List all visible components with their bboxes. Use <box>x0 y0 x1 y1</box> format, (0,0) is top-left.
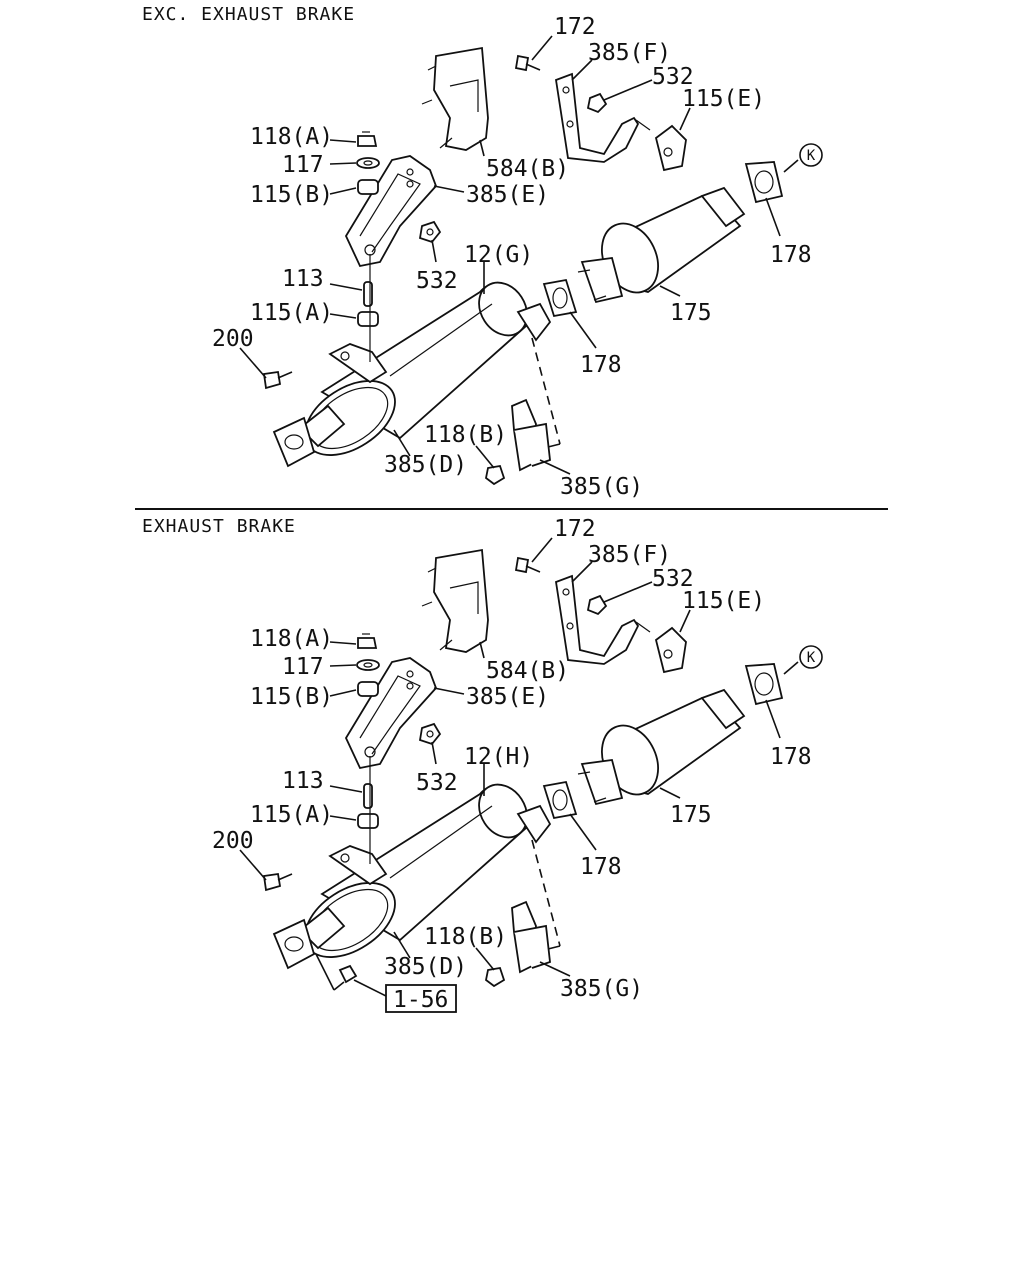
rubber-115b <box>357 681 379 697</box>
label-385f: 385(F) <box>588 542 671 568</box>
label-113: 113 <box>282 768 324 794</box>
label-115a: 115(A) <box>250 802 333 828</box>
section-title: EXHAUST BRAKE <box>142 516 296 537</box>
label-178-a: 178 <box>770 242 812 268</box>
catalytic-converter <box>577 186 746 304</box>
bolt-200 <box>262 370 293 390</box>
rubber-115a <box>357 311 379 327</box>
washer-117 <box>356 157 380 169</box>
label-178-a: 178 <box>770 744 812 770</box>
label-385e: 385(E) <box>466 684 549 710</box>
label-k: K <box>807 650 816 666</box>
ref-circle-k <box>799 645 823 669</box>
gasket-178-b <box>542 278 578 318</box>
section-exhaust-brake: EXHAUST BRAKE <box>142 516 823 1013</box>
label-385f: 385(F) <box>588 40 671 66</box>
label-532-b: 532 <box>416 770 458 796</box>
label-200: 200 <box>212 828 254 854</box>
label-117: 117 <box>282 654 324 680</box>
label-178-b: 178 <box>580 352 622 378</box>
label-12h: 12(H) <box>464 744 533 770</box>
label-385d: 385(D) <box>384 452 467 478</box>
label-12g: 12(G) <box>464 242 533 268</box>
bracket-385g <box>511 839 561 974</box>
label-172: 172 <box>554 516 596 542</box>
label-584b: 584(B) <box>486 658 569 684</box>
muffler <box>272 783 552 970</box>
gasket-178-b <box>542 780 578 820</box>
bracket-385f <box>554 72 651 163</box>
rubber-115b <box>357 179 379 195</box>
nut-118a <box>357 633 378 649</box>
pin-113 <box>363 783 373 809</box>
label-532-a: 532 <box>652 566 694 592</box>
label-178-b: 178 <box>580 854 622 880</box>
nut-532-b <box>418 722 442 746</box>
label-k: K <box>807 148 816 164</box>
bracket-385f <box>554 574 651 665</box>
label-584b: 584(B) <box>486 156 569 182</box>
label-175: 175 <box>670 802 712 828</box>
section-title: EXC. EXHAUST BRAKE <box>142 4 355 25</box>
hanger-bracket <box>328 343 388 384</box>
muffler <box>272 281 552 468</box>
rubber-hanger-115e <box>654 124 687 172</box>
label-117: 117 <box>282 152 324 178</box>
leader-lines <box>239 537 799 977</box>
nut-118b <box>485 464 506 486</box>
label-115b: 115(B) <box>250 182 333 208</box>
label-115e: 115(E) <box>682 86 765 112</box>
reference-label[interactable]: 1-56 <box>393 987 448 1013</box>
label-118a: 118(A) <box>250 124 333 150</box>
label-115e: 115(E) <box>682 588 765 614</box>
label-118a: 118(A) <box>250 626 333 652</box>
label-385e: 385(E) <box>466 182 549 208</box>
label-532-b: 532 <box>416 268 458 294</box>
bracket-584b <box>421 548 489 653</box>
reference-box[interactable] <box>385 984 457 1013</box>
exhaust-brake-clip <box>315 953 387 997</box>
bolt-200 <box>262 872 293 892</box>
section-exc-exhaust-brake: EXC. EXHAUST BRAKE <box>142 4 823 500</box>
hanger-bracket <box>328 845 388 886</box>
label-113: 113 <box>282 266 324 292</box>
label-385g: 385(G) <box>560 976 643 1002</box>
bracket-385e <box>344 657 438 770</box>
label-385g: 385(G) <box>560 474 643 500</box>
pin-113 <box>363 281 373 307</box>
label-200: 200 <box>212 326 254 352</box>
gasket-178-a <box>744 663 784 706</box>
label-115a: 115(A) <box>250 300 333 326</box>
nut-532-a <box>586 594 608 616</box>
washer-117 <box>356 659 380 671</box>
nut-118a <box>357 131 378 147</box>
bolt-172 <box>514 556 541 574</box>
leader-lines <box>239 35 799 475</box>
gasket-178-a <box>744 161 784 204</box>
label-115b: 115(B) <box>250 684 333 710</box>
nut-532-b <box>418 220 442 244</box>
bracket-584b <box>421 46 489 151</box>
ref-circle-k <box>799 143 823 167</box>
bracket-385e <box>344 155 438 268</box>
catalytic-converter <box>577 688 746 806</box>
nut-532-a <box>586 92 608 114</box>
label-385d: 385(D) <box>384 954 467 980</box>
rubber-hanger-115e <box>654 626 687 674</box>
label-172: 172 <box>554 14 596 40</box>
bracket-385g <box>511 337 561 472</box>
bolt-172 <box>514 54 541 72</box>
label-118b: 118(B) <box>424 924 507 950</box>
label-532-a: 532 <box>652 64 694 90</box>
label-175: 175 <box>670 300 712 326</box>
nut-118b <box>485 966 506 988</box>
label-118b: 118(B) <box>424 422 507 448</box>
rubber-115a <box>357 813 379 829</box>
